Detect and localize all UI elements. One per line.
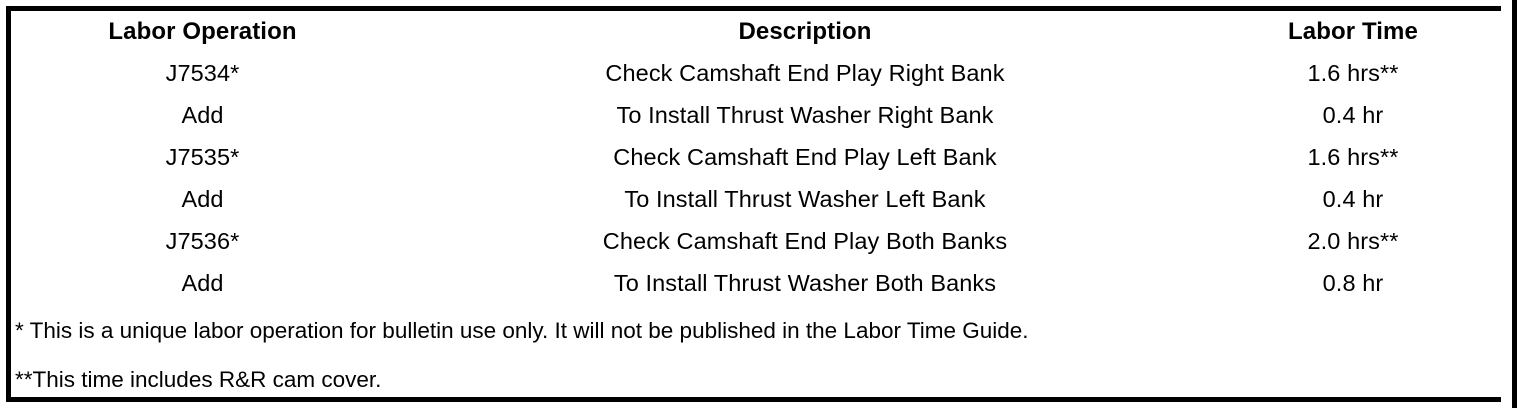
cell-labor-time: 0.8 hr <box>1216 263 1490 305</box>
cell-description: To Install Thrust Washer Left Bank <box>394 179 1216 221</box>
cell-description: To Install Thrust Washer Right Bank <box>394 95 1216 137</box>
cell-labor-time: 1.6 hrs** <box>1216 53 1490 95</box>
cell-description: To Install Thrust Washer Both Banks <box>394 263 1216 305</box>
table-row: J7534* Check Camshaft End Play Right Ban… <box>11 53 1506 95</box>
table-row: J7535* Check Camshaft End Play Left Bank… <box>11 137 1506 179</box>
cell-spacer <box>1490 221 1506 263</box>
table-row: J7536* Check Camshaft End Play Both Bank… <box>11 221 1506 263</box>
column-header-description: Description <box>394 11 1216 53</box>
cell-description: Check Camshaft End Play Right Bank <box>394 53 1216 95</box>
cell-spacer <box>1490 53 1506 95</box>
cell-labor-time: 1.6 hrs** <box>1216 137 1490 179</box>
table-header-row: Labor Operation Description Labor Time <box>11 11 1506 53</box>
cell-labor-operation: J7534* <box>11 53 394 95</box>
column-header-spacer <box>1490 11 1506 53</box>
cell-description: Check Camshaft End Play Both Banks <box>394 221 1216 263</box>
footnote-container: * This is a unique labor operation for b… <box>11 305 1506 397</box>
cell-description: Check Camshaft End Play Left Bank <box>394 137 1216 179</box>
table-row: Add To Install Thrust Washer Left Bank 0… <box>11 179 1506 221</box>
footnote-wrap: * This is a unique labor operation for b… <box>11 309 1506 393</box>
table-row: Add To Install Thrust Washer Right Bank … <box>11 95 1506 137</box>
cell-labor-time: 0.4 hr <box>1216 179 1490 221</box>
footnote-spacer <box>15 345 1502 367</box>
table-header: Labor Operation Description Labor Time <box>11 11 1506 53</box>
cell-labor-operation: Add <box>11 95 394 137</box>
page-edge-vertical-rule <box>1512 0 1517 408</box>
footnote-row: * This is a unique labor operation for b… <box>11 305 1506 397</box>
cell-labor-operation: Add <box>11 179 394 221</box>
cell-spacer <box>1490 137 1506 179</box>
cell-labor-time: 2.0 hrs** <box>1216 221 1490 263</box>
cell-spacer <box>1490 263 1506 305</box>
cell-labor-operation: Add <box>11 263 394 305</box>
cell-labor-operation: J7536* <box>11 221 394 263</box>
footnote-double-asterisk: **This time includes R&R cam cover. <box>15 366 382 392</box>
labor-table-grid: Labor Operation Description Labor Time J… <box>11 11 1506 397</box>
cell-spacer <box>1490 95 1506 137</box>
table-row: Add To Install Thrust Washer Both Banks … <box>11 263 1506 305</box>
footnote-single-asterisk: * This is a unique labor operation for b… <box>15 317 1029 343</box>
column-header-labor-time: Labor Time <box>1216 11 1490 53</box>
column-header-labor-operation: Labor Operation <box>11 11 394 53</box>
cell-spacer <box>1490 179 1506 221</box>
table-body: J7534* Check Camshaft End Play Right Ban… <box>11 53 1506 397</box>
labor-operation-table: Labor Operation Description Labor Time J… <box>6 6 1506 402</box>
cell-labor-operation: J7535* <box>11 137 394 179</box>
cell-labor-time: 0.4 hr <box>1216 95 1490 137</box>
